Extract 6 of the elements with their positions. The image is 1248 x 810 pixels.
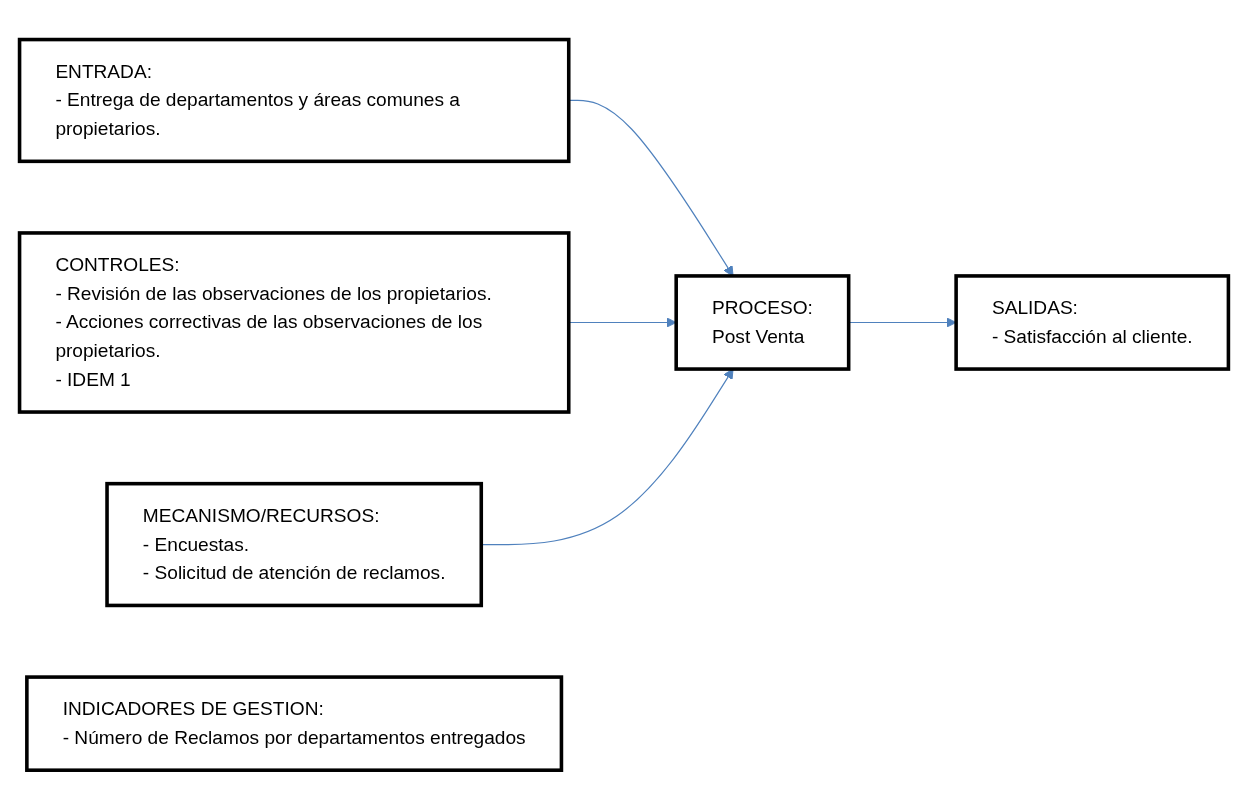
node-box: INDICADORES DE GESTION: - Número de Reclamos por departamentos entregados [25,675,564,773]
node-box: CONTROLES: - Revisión de las observaciones de los propietarios. - Acciones correctivas de las observaciones de los propietarios. - IDEM 1 [17,231,571,414]
node-box: MECANISMO/RECURSOS: - Encuestas. - Solicitud de atención de reclamos. [105,482,484,608]
node-box: ENTRADA: - Entrega de departamentos y áreas comunes a propietarios. [17,37,571,164]
node-box: SALIDAS: - Satisfacción al cliente. [954,274,1231,371]
node-box: PROCESO: Post Venta [674,274,851,371]
